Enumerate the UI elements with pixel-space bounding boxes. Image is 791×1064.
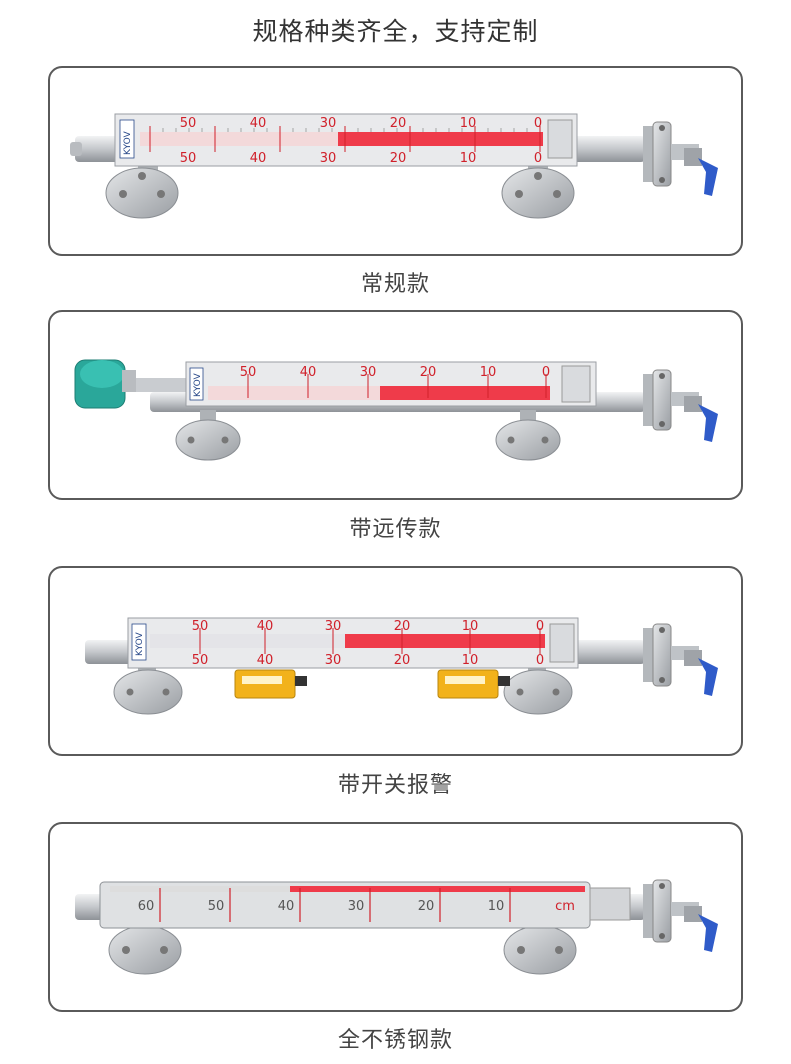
scale-label: 0: [534, 116, 542, 131]
valve-assembly: [643, 121, 718, 196]
scale-label: 30: [348, 899, 365, 914]
scale-label: 40: [250, 151, 267, 166]
scale-label: 40: [257, 619, 274, 634]
mount-flange-left: [175, 410, 241, 461]
brand-label: KYOV: [123, 130, 133, 155]
level-gauge-transmitter-image: KYOV 50 40 30 20 10 0: [74, 359, 718, 461]
valve-handle: [698, 914, 718, 952]
level-gauge-standard-image: KYOV 50 40 30 20 10 0 50 40 30 20 10: [70, 113, 718, 219]
page-title: 规格种类齐全，支持定制: [252, 17, 539, 46]
product-card-switch-alarm: KYOV 50 40 30 20 10 0 50 40 30 20 10 0: [48, 566, 743, 756]
mount-flange-right: [503, 662, 573, 715]
scale-label: 40: [257, 653, 274, 668]
mount-flange-left: [113, 662, 183, 715]
scale-label: 20: [390, 116, 407, 131]
scale-label: 30: [360, 365, 377, 380]
mount-flange-left: [105, 160, 179, 219]
scale-label: 10: [462, 619, 479, 634]
transmitter-head: [74, 359, 136, 409]
scale-label: 40: [278, 899, 295, 914]
level-indicator-red: [380, 386, 550, 400]
scale-label: 0: [536, 653, 544, 668]
scale-label: 20: [390, 151, 407, 166]
scale-label: 0: [536, 619, 544, 634]
scale-label: 10: [488, 899, 505, 914]
scale-label: 20: [394, 653, 411, 668]
product-card-standard: KYOV 50 40 30 20 10 0 50 40 30 20 10: [48, 66, 743, 256]
mount-flange-right: [495, 410, 561, 461]
scale-label: 60: [138, 899, 155, 914]
scale-label: 10: [480, 365, 497, 380]
valve-handle: [698, 404, 718, 442]
level-indicator-red: [345, 634, 545, 648]
level-gauge-switch-image: KYOV 50 40 30 20 10 0 50 40 30 20 10 0: [85, 617, 718, 715]
scale-label: 20: [394, 619, 411, 634]
scale-label: 50: [240, 365, 257, 380]
scale-label: 30: [320, 151, 337, 166]
scale-label: 0: [542, 365, 550, 380]
valve-assembly: [643, 623, 718, 696]
level-indicator-red: [290, 886, 585, 892]
scale-label: 40: [250, 116, 267, 131]
product-caption: 全不锈钢款: [337, 1028, 453, 1053]
brand-label: KYOV: [193, 372, 203, 397]
alarm-switch-left: [234, 669, 307, 699]
scale-label: 0: [534, 151, 542, 166]
valve-handle: [698, 658, 718, 696]
alarm-switch-right: [437, 669, 510, 699]
scale-label: 50: [208, 899, 225, 914]
product-card-stainless: 60 50 40 30 20 10 cm: [48, 822, 743, 1012]
valve-assembly: [643, 369, 718, 442]
mount-flange-right: [503, 920, 577, 975]
scale-label: 30: [325, 653, 342, 668]
level-indicator-red: [338, 132, 543, 146]
mount-flange-right: [501, 160, 575, 219]
scale-label: 10: [460, 116, 477, 131]
unit-label: cm: [555, 899, 575, 914]
product-card-transmitter: KYOV 50 40 30 20 10 0: [48, 310, 743, 500]
scale-label: 10: [460, 151, 477, 166]
scale-label: 40: [300, 365, 317, 380]
scale-label: 30: [325, 619, 342, 634]
scale-label: 10: [462, 653, 479, 668]
scale-label: 50: [180, 116, 197, 131]
level-gauge-stainless-image: 60 50 40 30 20 10 cm: [75, 879, 718, 975]
scale-label: 30: [320, 116, 337, 131]
scale-label: 20: [420, 365, 437, 380]
brand-label: KYOV: [135, 631, 145, 656]
product-caption: 常规款: [360, 272, 430, 297]
scale-label: 20: [418, 899, 435, 914]
scale-label: 50: [192, 619, 209, 634]
valve-handle: [698, 158, 718, 196]
product-caption: 带远传款: [349, 517, 442, 542]
valve-assembly: [643, 879, 718, 952]
scale-label: 50: [192, 653, 209, 668]
scale-label: 50: [180, 151, 197, 166]
product-caption: 带开关报警: [337, 773, 453, 798]
